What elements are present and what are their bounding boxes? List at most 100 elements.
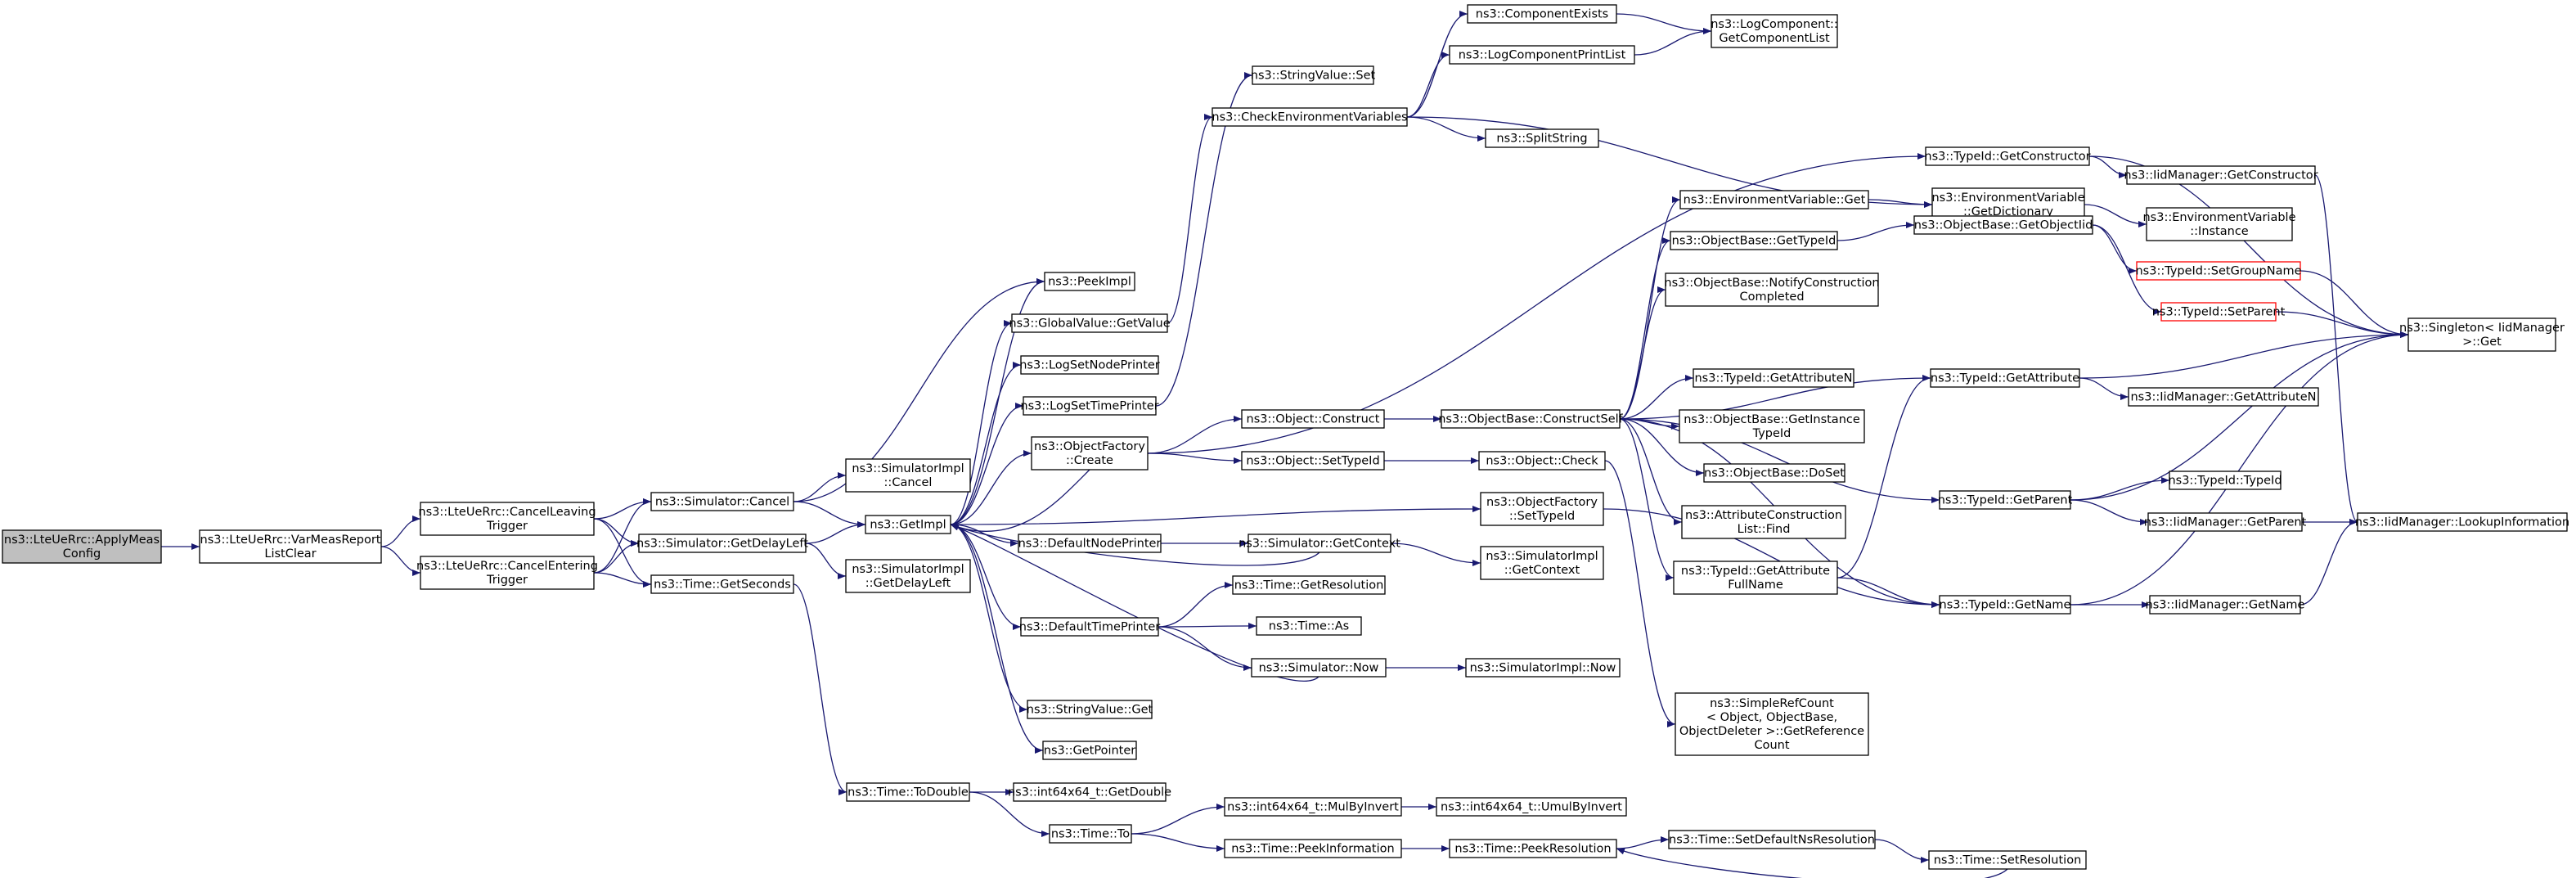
node-time-to-double[interactable]: ns3::Time::ToDouble bbox=[846, 782, 970, 802]
node-label: ns3::Singleton< IidManager bbox=[2399, 322, 2565, 335]
node-sim-impl-get-context[interactable]: ns3::SimulatorImpl::GetContext bbox=[1480, 546, 1604, 580]
node-time-get-seconds[interactable]: ns3::Time::GetSeconds bbox=[650, 574, 794, 594]
node-log-component-print-list[interactable]: ns3::LogComponentPrintList bbox=[1449, 45, 1635, 65]
node-object-factory-create[interactable]: ns3::ObjectFactory::Create bbox=[1031, 436, 1149, 471]
node-iid-get-name[interactable]: ns3::IidManager::GetName bbox=[2146, 595, 2305, 615]
node-peek-impl[interactable]: ns3::PeekImpl bbox=[1044, 272, 1135, 291]
node-env-var-get[interactable]: ns3::EnvironmentVariable::Get bbox=[1679, 190, 1869, 209]
call-edge bbox=[1147, 453, 1243, 464]
node-sim-get-delay-left[interactable]: ns3::Simulator::GetDelayLeft bbox=[636, 534, 808, 553]
node-log-component-get-list[interactable]: ns3::LogComponent::GetComponentList bbox=[1711, 14, 1838, 48]
node-get-impl[interactable]: ns3::GetImpl bbox=[865, 515, 951, 534]
node-type-id-get-constructor[interactable]: ns3::TypeId::GetConstructor bbox=[1924, 146, 2091, 166]
node-sim-now[interactable]: ns3::Simulator::Now bbox=[1251, 658, 1387, 678]
node-time-set-resolution[interactable]: ns3::Time::SetResolution bbox=[1928, 850, 2087, 870]
node-check-env-vars[interactable]: ns3::CheckEnvironmentVariables bbox=[1212, 107, 1408, 127]
node-box bbox=[845, 559, 971, 593]
node-object-factory-set-type-id[interactable]: ns3::ObjectFactory::SetTypeId bbox=[1480, 492, 1604, 526]
node-env-var-instance[interactable]: ns3::EnvironmentVariable::Instance bbox=[2142, 207, 2296, 241]
node-box bbox=[1241, 409, 1385, 429]
node-box bbox=[1928, 850, 2087, 870]
call-edge bbox=[1167, 114, 1213, 324]
node-label: ns3::ObjectFactory bbox=[1486, 496, 1598, 509]
node-box bbox=[1044, 272, 1135, 291]
node-log-set-time-printer[interactable]: ns3::LogSetTimePrinter bbox=[1020, 396, 1159, 416]
node-label: ns3::Time::GetResolution bbox=[1234, 579, 1384, 592]
node-iid-lookup-information[interactable]: ns3::IidManager::LookupInformation bbox=[2355, 512, 2569, 532]
node-singleton-get[interactable]: ns3::Singleton< IidManager >::Get bbox=[2399, 317, 2565, 352]
node-default-node-printer[interactable]: ns3::DefaultNodePrinter bbox=[1018, 534, 1162, 553]
node-iid-get-attribute-n[interactable]: ns3::IidManager::GetAttributeN bbox=[2128, 387, 2319, 407]
node-box bbox=[1449, 839, 1617, 858]
node-box bbox=[845, 458, 971, 493]
node-label: ns3::SplitString bbox=[1496, 133, 1587, 146]
node-object-base-get-object-iid[interactable]: ns3::ObjectBase::GetObjectIid bbox=[1913, 215, 2093, 235]
node-label: ns3::Time::SetResolution bbox=[1934, 854, 2082, 867]
node-object-base-do-set[interactable]: ns3::ObjectBase::DoSet bbox=[1703, 463, 1845, 483]
node-env-var-get-dictionary[interactable]: ns3::EnvironmentVariable::GetDictionary bbox=[1931, 187, 2085, 222]
node-type-id-get-attribute[interactable]: ns3::TypeId::GetAttribute bbox=[1930, 368, 2080, 388]
node-label: ns3::GetPointer bbox=[1044, 745, 1136, 758]
node-label: Trigger bbox=[486, 574, 528, 587]
node-split-string[interactable]: ns3::SplitString bbox=[1485, 128, 1599, 148]
node-label: Count bbox=[1754, 739, 1789, 752]
node-log-set-node-printer[interactable]: ns3::LogSetNodePrinter bbox=[1019, 355, 1160, 375]
node-sim-impl-cancel[interactable]: ns3::SimulatorImpl::Cancel bbox=[845, 458, 971, 493]
node-label: ns3::Time::PeekInformation bbox=[1231, 843, 1394, 856]
call-edge bbox=[2084, 204, 2147, 227]
node-box bbox=[2128, 387, 2319, 407]
node-component-exists[interactable]: ns3::ComponentExists bbox=[1467, 4, 1617, 24]
node-umul-by-invert[interactable]: ns3::int64x64_t::UmulByInvert bbox=[1436, 797, 1627, 817]
node-int64-get-double[interactable]: ns3::int64x64_t::GetDouble bbox=[1008, 782, 1171, 802]
node-global-value-get-value[interactable]: ns3::GlobalValue::GetValue bbox=[1009, 313, 1171, 333]
node-get-pointer[interactable]: ns3::GetPointer bbox=[1042, 741, 1137, 760]
node-object-check[interactable]: ns3::Object::Check bbox=[1478, 451, 1606, 471]
node-peek-resolution[interactable]: ns3::Time::PeekResolution bbox=[1449, 839, 1617, 858]
node-iid-get-constructor[interactable]: ns3::IidManager::GetConstructor bbox=[2124, 165, 2318, 185]
node-default-time-printer[interactable]: ns3::DefaultTimePrinter bbox=[1019, 617, 1160, 637]
node-set-default-ns-resolution[interactable]: ns3::Time::SetDefaultNsResolution bbox=[1668, 830, 1876, 849]
node-sim-impl-now[interactable]: ns3::SimulatorImpl::Now bbox=[1465, 658, 1621, 678]
node-type-id-set-group-name[interactable]: ns3::TypeId::SetGroupName bbox=[2135, 261, 2302, 281]
node-type-id-set-parent[interactable]: ns3::TypeId::SetParent bbox=[2152, 302, 2286, 322]
node-object-set-type-id[interactable]: ns3::Object::SetTypeId bbox=[1241, 451, 1385, 471]
node-type-id-get-parent[interactable]: ns3::TypeId::GetParent bbox=[1938, 490, 2073, 510]
node-label: ns3::EnvironmentVariable bbox=[2142, 211, 2295, 224]
node-sim-impl-get-delay-left[interactable]: ns3::SimulatorImpl::GetDelayLeft bbox=[845, 559, 971, 593]
node-object-base-get-type-id[interactable]: ns3::ObjectBase::GetTypeId bbox=[1670, 231, 1838, 250]
node-time-to[interactable]: ns3::Time::To bbox=[1049, 824, 1132, 844]
call-edge bbox=[1406, 52, 1450, 118]
node-label: ns3::LteUeRrc::VarMeasReport bbox=[200, 534, 381, 547]
node-label: ns3::TypeId::SetParent bbox=[2152, 306, 2286, 319]
node-string-value-get[interactable]: ns3::StringValue::Get bbox=[1027, 700, 1153, 719]
call-edge bbox=[1619, 418, 1940, 503]
node-object-base-notify[interactable]: ns3::ObjectBase::NotifyConstructionCompl… bbox=[1664, 272, 1880, 307]
node-peek-information[interactable]: ns3::Time::PeekInformation bbox=[1224, 839, 1402, 858]
node-object-construct[interactable]: ns3::Object::Construct bbox=[1241, 409, 1385, 429]
node-sim-get-context[interactable]: ns3::Simulator::GetContext bbox=[1239, 534, 1400, 553]
node-iid-get-parent[interactable]: ns3::IidManager::GetParent bbox=[2144, 512, 2307, 532]
node-string-value-set[interactable]: ns3::StringValue::Set bbox=[1251, 65, 1376, 85]
node-sim-cancel[interactable]: ns3::Simulator::Cancel bbox=[650, 492, 794, 511]
node-type-id-get-attribute-n[interactable]: ns3::TypeId::GetAttributeN bbox=[1693, 368, 1854, 388]
node-type-id-get-name[interactable]: ns3::TypeId::GetName bbox=[1939, 595, 2071, 615]
node-label: ns3::ObjectFactory bbox=[1034, 440, 1145, 453]
node-object-base-construct-self[interactable]: ns3::ObjectBase::ConstructSelf bbox=[1438, 409, 1624, 429]
node-time-as[interactable]: ns3::Time::As bbox=[1256, 616, 1362, 636]
call-edge bbox=[1390, 543, 1481, 566]
node-type-id-type-id[interactable]: ns3::TypeId::TypeId bbox=[2168, 471, 2282, 490]
node-box bbox=[1681, 505, 1846, 539]
node-time-get-resolution[interactable]: ns3::Time::GetResolution bbox=[1232, 575, 1386, 595]
node-label: ns3::Object::Check bbox=[1486, 455, 1598, 468]
node-label: ns3::ObjectBase::DoSet bbox=[1704, 467, 1845, 480]
node-simple-ref-count[interactable]: ns3::SimpleRefCount< Object, ObjectBase,… bbox=[1675, 692, 1869, 756]
node-box bbox=[1668, 830, 1876, 849]
node-mul-by-invert[interactable]: ns3::int64x64_t::MulByInvert bbox=[1224, 797, 1402, 817]
